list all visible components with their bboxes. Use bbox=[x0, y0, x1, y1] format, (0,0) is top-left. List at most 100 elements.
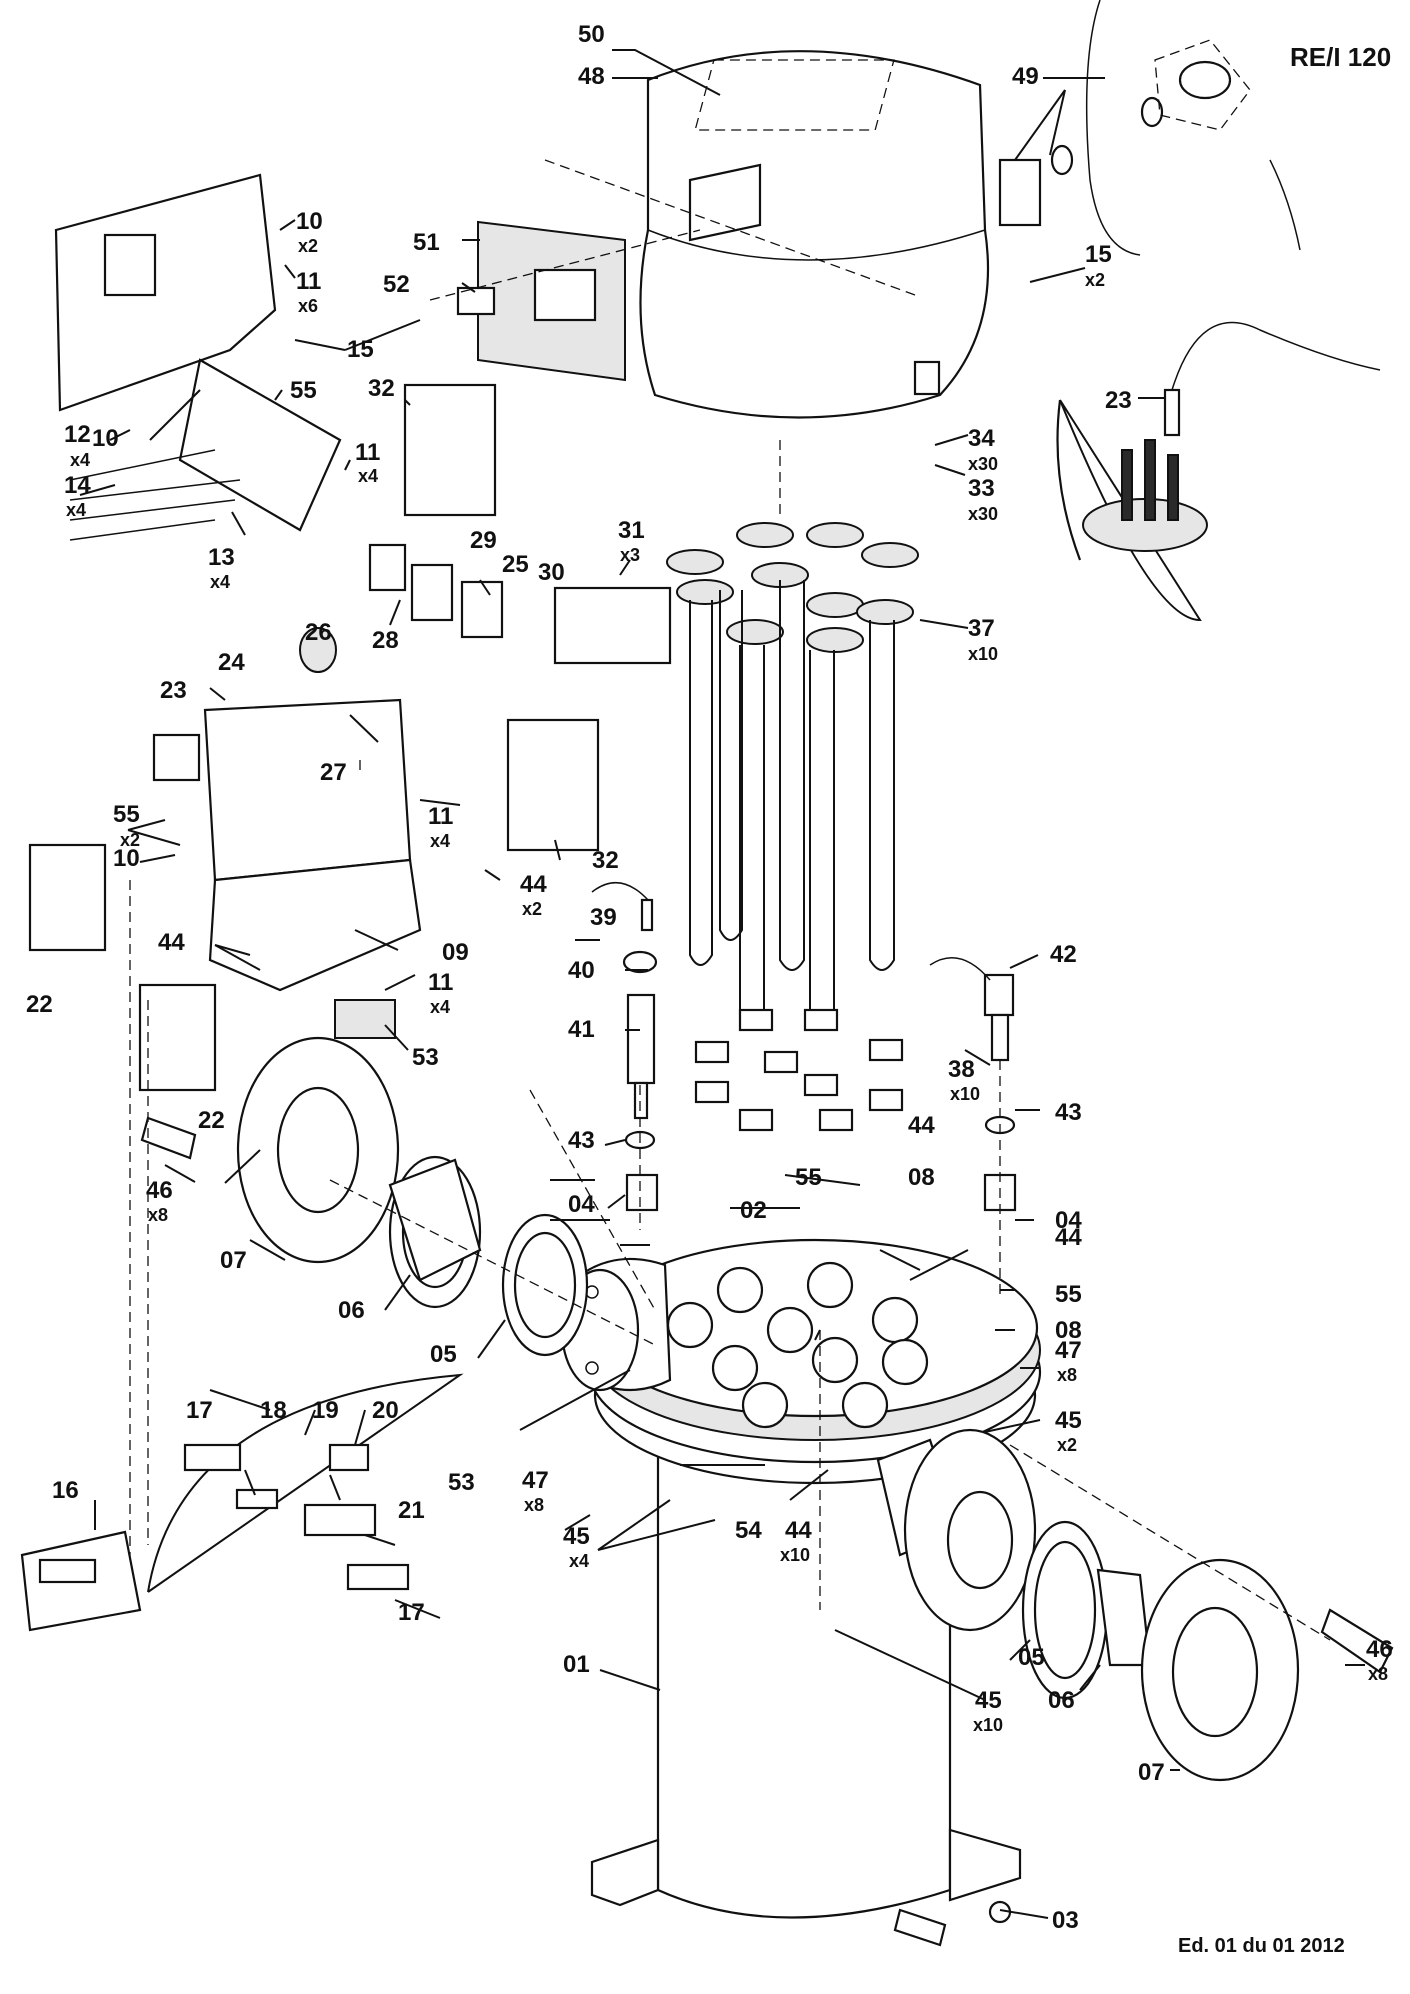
quantity-label: x10 bbox=[950, 1084, 980, 1104]
quantity-label: x4 bbox=[430, 831, 450, 851]
part-label: 41 bbox=[568, 1016, 595, 1043]
part-label: 45 bbox=[975, 1687, 1002, 1714]
part-label: 43 bbox=[568, 1127, 595, 1154]
part-label: 24 bbox=[218, 649, 245, 676]
part-label: 54 bbox=[735, 1517, 762, 1544]
cover-detail-49 bbox=[998, 0, 1301, 256]
part-label: 23 bbox=[160, 677, 187, 704]
top-flange-02 bbox=[588, 1238, 1042, 1485]
part-label: 08 bbox=[1055, 1317, 1082, 1344]
part-label: 45 bbox=[1055, 1407, 1082, 1434]
part-label: 05 bbox=[1018, 1644, 1045, 1671]
part-label: 44 bbox=[1055, 1224, 1082, 1251]
part-label: 01 bbox=[563, 1651, 590, 1678]
quantity-label: x2 bbox=[1057, 1435, 1077, 1455]
quantity-label: x4 bbox=[70, 450, 90, 470]
part-label: 32 bbox=[592, 847, 619, 874]
part-label: 13 bbox=[208, 544, 235, 571]
part-label: 39 bbox=[590, 904, 617, 931]
part-label: 55 bbox=[113, 801, 140, 828]
outlet-flange-right bbox=[876, 1428, 1394, 1782]
quantity-label: x4 bbox=[66, 500, 86, 520]
part-label: 15 bbox=[1085, 241, 1112, 268]
part-label: 12 bbox=[64, 421, 91, 448]
part-label: 07 bbox=[1138, 1759, 1165, 1786]
part-label: 47 bbox=[522, 1467, 549, 1494]
part-label: 11 bbox=[428, 803, 453, 830]
part-label: 47 bbox=[1055, 1337, 1082, 1364]
part-label: 10 bbox=[296, 208, 323, 235]
part-label: 08 bbox=[908, 1164, 935, 1191]
part-label: 49 bbox=[1012, 63, 1039, 90]
part-label: 32 bbox=[368, 375, 395, 402]
part-label: 55 bbox=[795, 1164, 822, 1191]
quantity-label: x4 bbox=[358, 466, 378, 486]
edition-note: Ed. 01 du 01 2012 bbox=[1178, 1935, 1345, 1957]
part-label: 33 bbox=[968, 475, 995, 502]
part-label: 51 bbox=[413, 229, 440, 256]
part-label: 34 bbox=[968, 425, 995, 452]
part-label: 27 bbox=[320, 759, 347, 786]
tank-cover-48 bbox=[639, 50, 990, 419]
part-label: 17 bbox=[186, 1397, 213, 1424]
part-label: 28 bbox=[372, 627, 399, 654]
part-label: 15 bbox=[347, 336, 374, 363]
tank-body-01 bbox=[590, 1346, 1022, 1947]
quantity-label: x10 bbox=[968, 644, 998, 664]
controller-assembly bbox=[20, 1373, 464, 1632]
part-label: 44 bbox=[520, 871, 547, 898]
part-label: 55 bbox=[290, 377, 317, 404]
part-label: 18 bbox=[260, 1397, 287, 1424]
quantity-label: x8 bbox=[1368, 1664, 1388, 1684]
part-label: 55 bbox=[1055, 1281, 1082, 1308]
part-label: 10 bbox=[113, 845, 140, 872]
part-label: 37 bbox=[968, 615, 995, 642]
part-label: 53 bbox=[448, 1469, 475, 1496]
part-label: 22 bbox=[198, 1107, 225, 1134]
quantity-label: x2 bbox=[1085, 270, 1105, 290]
element-detail-callout bbox=[1056, 321, 1381, 622]
quantity-label: x4 bbox=[210, 572, 230, 592]
part-label: 53 bbox=[412, 1044, 439, 1071]
part-label: 48 bbox=[578, 63, 605, 90]
part-label: 43 bbox=[1055, 1099, 1082, 1126]
part-label: 46 bbox=[146, 1177, 173, 1204]
quantity-label: x30 bbox=[968, 504, 998, 524]
part-label: 17 bbox=[398, 1599, 425, 1626]
part-label: 44 bbox=[785, 1517, 812, 1544]
part-label: 23 bbox=[1105, 387, 1132, 414]
part-label: 02 bbox=[740, 1197, 767, 1224]
part-label: 20 bbox=[372, 1397, 399, 1424]
part-label: 45 bbox=[563, 1523, 590, 1550]
part-label: 44 bbox=[908, 1112, 935, 1139]
part-label: 22 bbox=[26, 991, 53, 1018]
part-label: 06 bbox=[338, 1297, 365, 1324]
part-label: 21 bbox=[398, 1497, 425, 1524]
part-label: 04 bbox=[1055, 1207, 1082, 1234]
part-label: 40 bbox=[568, 957, 595, 984]
part-label: 10 bbox=[92, 425, 119, 452]
quantity-label: x4 bbox=[430, 997, 450, 1017]
part-label: 26 bbox=[305, 619, 332, 646]
part-label: 16 bbox=[52, 1477, 79, 1504]
part-label: 31 bbox=[618, 517, 645, 544]
part-label: 46 bbox=[1366, 1636, 1393, 1663]
part-label: 30 bbox=[538, 559, 565, 586]
part-label: 11 bbox=[355, 439, 380, 466]
quantity-label: x30 bbox=[968, 454, 998, 474]
part-label: 03 bbox=[1052, 1907, 1079, 1934]
quantity-label: x10 bbox=[780, 1545, 810, 1565]
inlet-flange-assembly bbox=[140, 1036, 589, 1357]
quantity-label: x8 bbox=[1057, 1365, 1077, 1385]
quantity-label: x10 bbox=[973, 1715, 1003, 1735]
quantity-label: x2 bbox=[522, 899, 542, 919]
quantity-label: x8 bbox=[148, 1205, 168, 1225]
part-label: 11 bbox=[296, 268, 321, 295]
part-label: 29 bbox=[470, 527, 497, 554]
quantity-label: x6 bbox=[298, 296, 318, 316]
quantity-label: x8 bbox=[524, 1495, 544, 1515]
part-label: 05 bbox=[430, 1341, 457, 1368]
part-label: 44 bbox=[158, 929, 185, 956]
part-label: 38 bbox=[948, 1056, 975, 1083]
quantity-label: x2 bbox=[298, 236, 318, 256]
